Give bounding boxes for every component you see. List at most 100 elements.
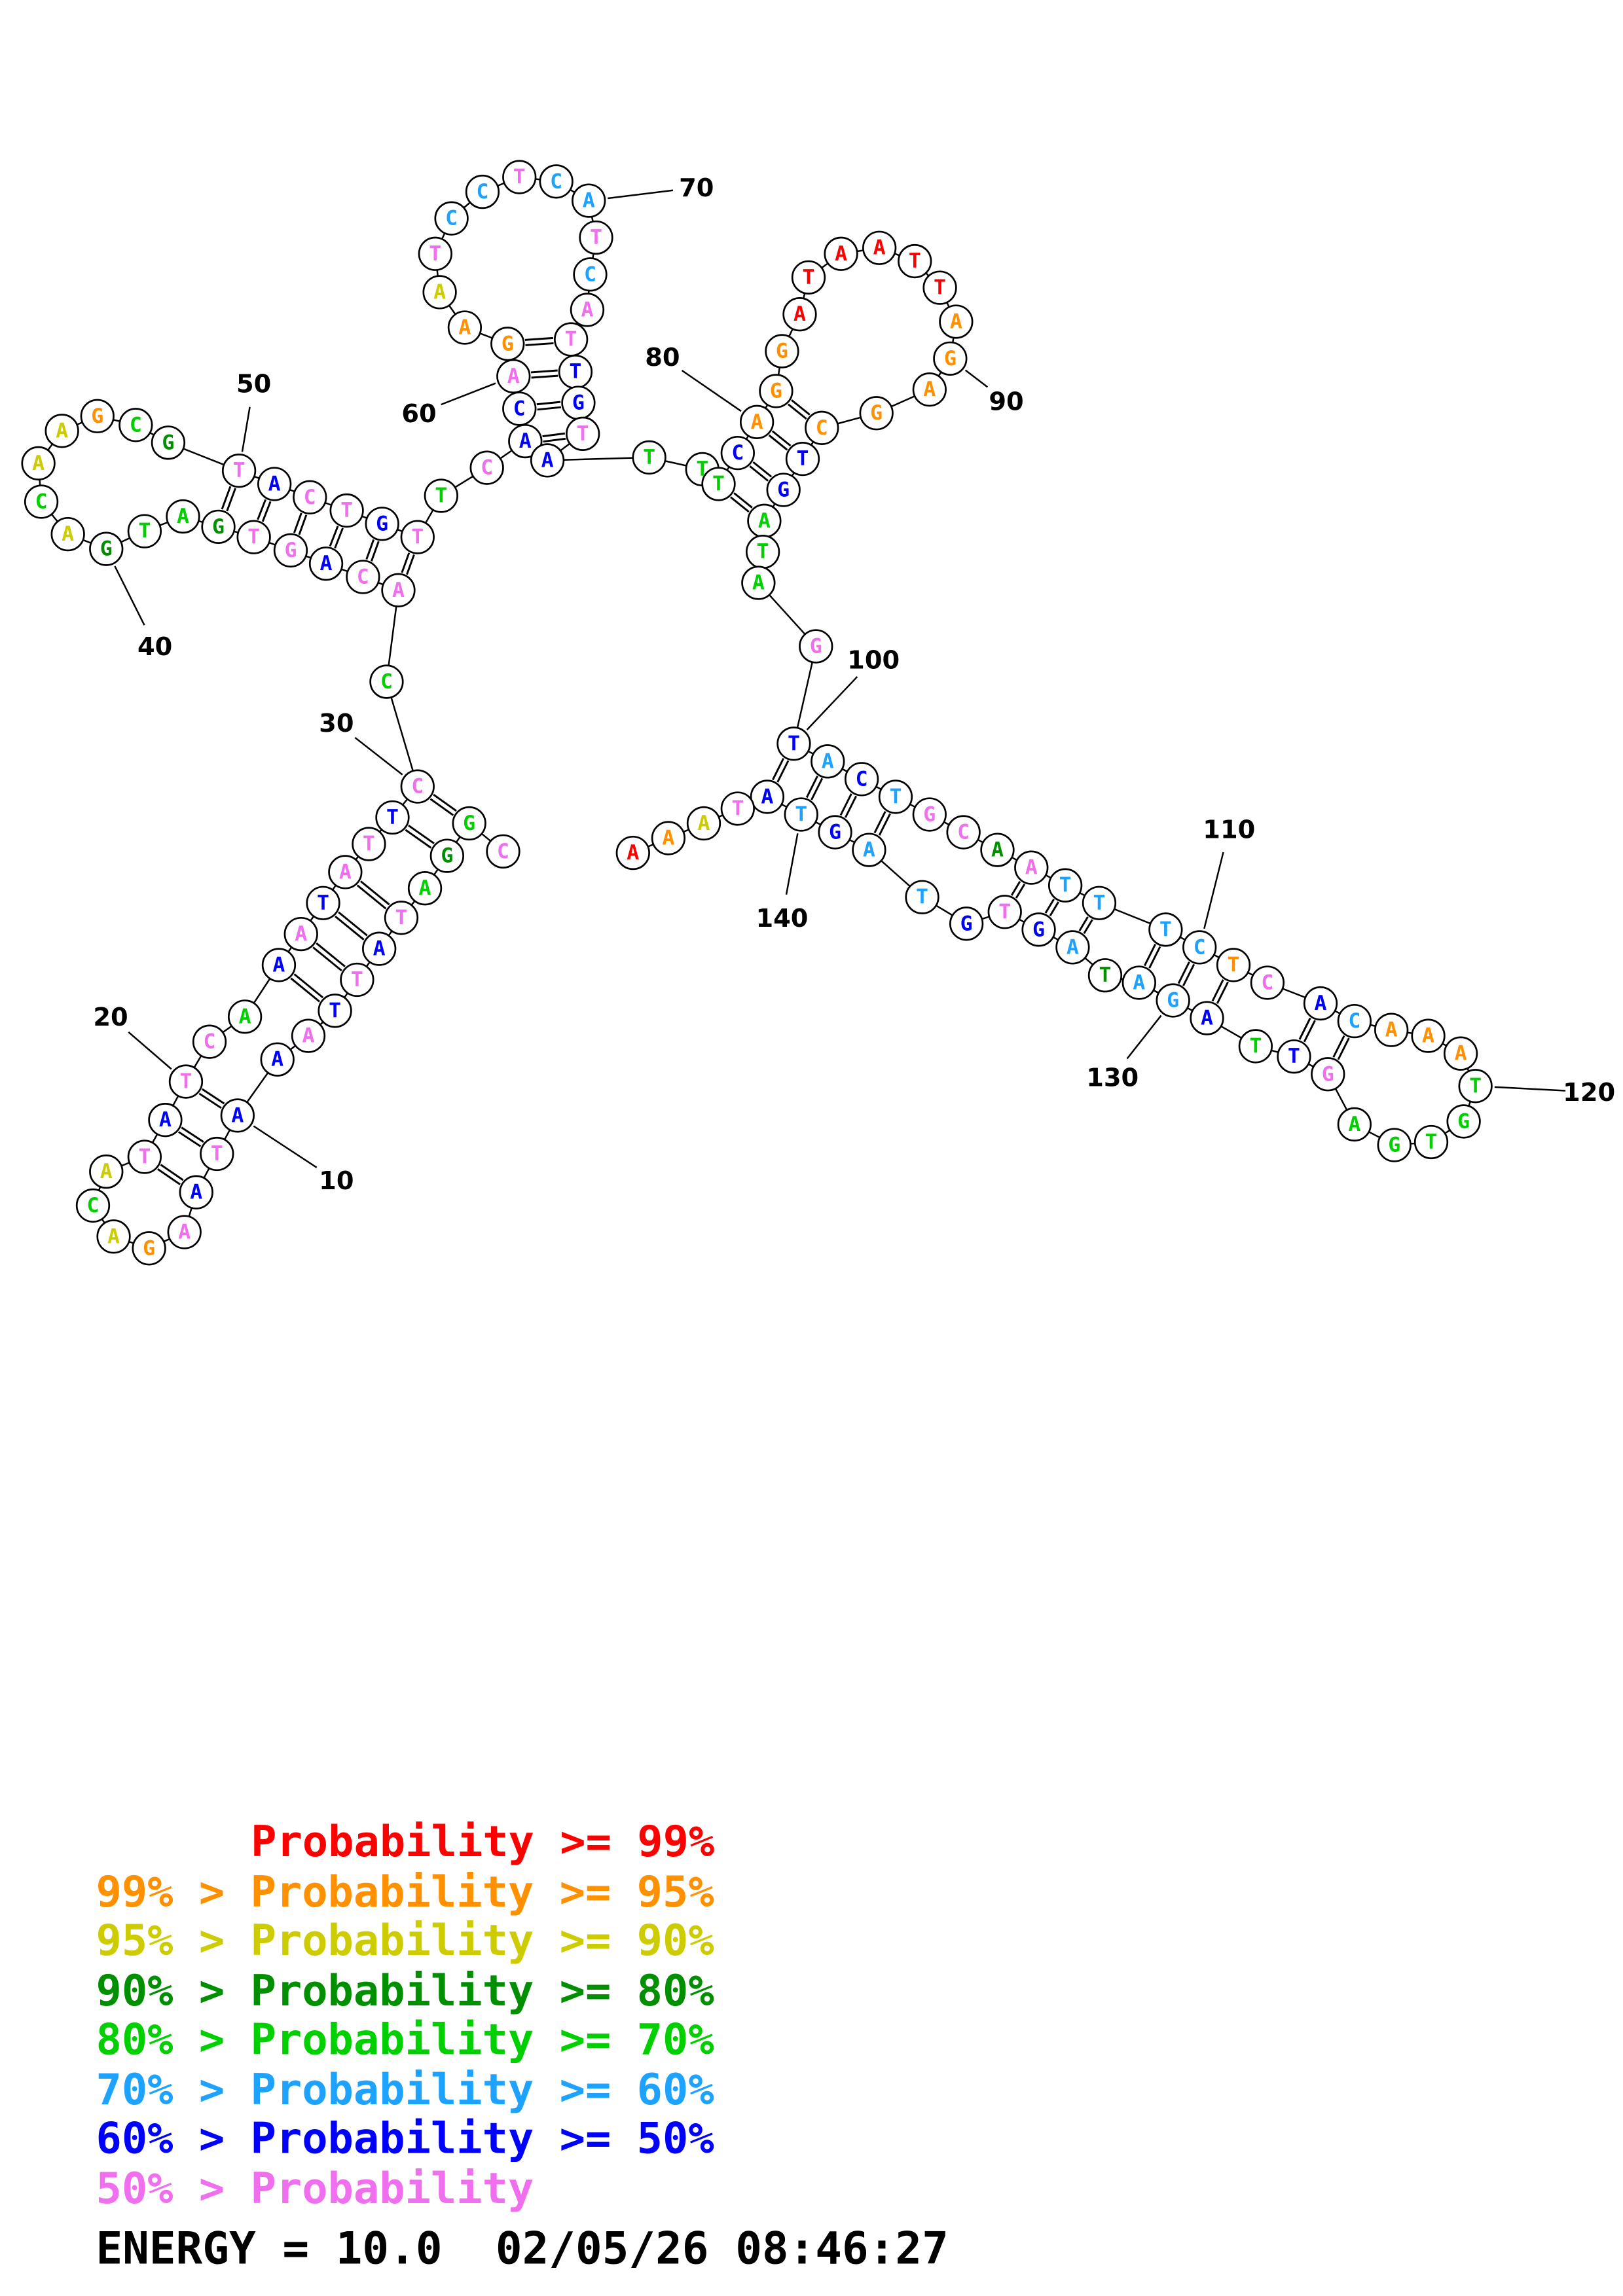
label-line xyxy=(1203,852,1224,929)
energy-timestamp-line: ENERGY = 10.0 02/05/26 08:46:27 xyxy=(96,2222,948,2274)
pair-line xyxy=(543,437,566,443)
pair-line xyxy=(201,1088,225,1105)
label-line xyxy=(128,1031,172,1070)
nucleotide-base: T xyxy=(1249,1034,1262,1058)
label-line xyxy=(241,406,251,452)
nucleotide-circle xyxy=(308,547,344,581)
nucleotide-base: T xyxy=(138,520,151,543)
nucleotide-circle xyxy=(859,396,894,431)
position-label: 50 xyxy=(236,370,271,399)
nucleotide-base: A xyxy=(373,937,386,961)
nucleotide-circle xyxy=(1087,958,1123,993)
nucleotide-base: T xyxy=(317,891,329,915)
pair-line xyxy=(839,793,852,816)
nucleotide-base: G xyxy=(1322,1062,1334,1086)
label-line xyxy=(608,189,674,200)
nucleotide-base: G xyxy=(923,802,936,826)
position-label: 120 xyxy=(1563,1078,1615,1107)
nucleotide-base: A xyxy=(662,827,674,850)
nucleotide-base: T xyxy=(757,540,769,564)
label-line xyxy=(114,565,145,626)
position-label: 20 xyxy=(93,1003,128,1032)
pair-line xyxy=(542,432,566,438)
nucleotide-base: C xyxy=(816,416,828,440)
nucleotide-base: A xyxy=(541,448,554,472)
nucleotide-base: C xyxy=(357,565,369,589)
nucleotide-circle xyxy=(922,270,957,305)
nucleotide-circle xyxy=(1021,912,1056,947)
nucleotide-circle xyxy=(45,414,79,448)
nucleotide-base: G xyxy=(960,912,973,935)
position-label: 60 xyxy=(401,399,436,429)
nucleotide-circle xyxy=(340,962,374,997)
nucleotide-base: A xyxy=(178,1221,191,1244)
nucleotide-base: A xyxy=(822,749,834,773)
nucleotide-circle xyxy=(785,441,820,476)
nucleotide-base: A xyxy=(190,1181,202,1204)
nucleotide-circle xyxy=(381,573,416,607)
nucleotide-circle xyxy=(469,450,504,485)
nucleotide-base: C xyxy=(411,775,424,798)
nucleotide-base: T xyxy=(1288,1045,1300,1068)
nucleotide-circle xyxy=(168,1064,204,1099)
nucleotide-circle xyxy=(1216,948,1251,982)
nucleotide-base: G xyxy=(162,431,174,454)
nucleotide-base: T xyxy=(1425,1130,1438,1154)
nucleotide-base: C xyxy=(1348,1009,1360,1033)
nucleotide-base: A xyxy=(268,472,281,495)
nucleotide-base: A xyxy=(835,242,847,266)
legend-line-p95: 99% > Probability >= 95% xyxy=(96,1867,714,1917)
legend-line-p80: 90% > Probability >= 80% xyxy=(96,1966,714,2016)
nucleotide-circle xyxy=(179,1175,213,1210)
pair-line xyxy=(1216,981,1229,1004)
pair-line xyxy=(408,825,435,844)
nucleotide-base: T xyxy=(211,1142,223,1166)
nucleotide-circle xyxy=(220,1098,255,1133)
pair-line xyxy=(733,492,753,509)
nucleotide-base: G xyxy=(1032,918,1045,941)
nucleotide-circle xyxy=(24,484,59,519)
nucleotide-base: G xyxy=(100,537,113,561)
pair-line xyxy=(768,434,788,451)
pair-line xyxy=(776,760,790,783)
pair-line xyxy=(805,776,818,798)
nucleotide-circle xyxy=(750,780,785,814)
nucleotide-base: T xyxy=(577,422,589,446)
nucleotide-base: A xyxy=(62,522,74,546)
nucleotide-circle xyxy=(1458,1069,1493,1103)
nucleotide-base: A xyxy=(302,1024,315,1048)
nucleotide-base: A xyxy=(107,1225,120,1248)
nucleotide-base: A xyxy=(793,302,806,326)
nucleotide-circle xyxy=(1413,1124,1449,1160)
nucleotide-base: T xyxy=(1099,963,1111,987)
pair-line xyxy=(1182,963,1195,986)
position-label: 140 xyxy=(756,904,808,933)
label-line xyxy=(253,1125,318,1168)
pair-line xyxy=(406,554,415,575)
pair-line xyxy=(878,813,891,836)
nucleotide-base: A xyxy=(991,838,1004,862)
nucleotide-base: A xyxy=(1315,992,1327,1015)
structure-graph: CGGATATTAAATAAGACATATCAAATATTCCACAGTGATG… xyxy=(21,160,1615,1266)
nucleotide-base: G xyxy=(944,347,957,370)
pair-line xyxy=(1049,901,1059,916)
pair-line xyxy=(298,514,308,535)
pair-line xyxy=(531,374,558,379)
nucleotide-base: C xyxy=(304,486,316,509)
pair-line xyxy=(221,486,232,510)
nucleotide-circle xyxy=(572,183,606,218)
pair-line xyxy=(160,1164,184,1181)
nucleotide-base: A xyxy=(239,1005,251,1028)
nucleotide-base: T xyxy=(247,526,260,549)
backbone-line xyxy=(386,681,418,787)
nucleotide-base: T xyxy=(1159,918,1172,941)
pair-line xyxy=(524,336,553,341)
nucleotide-circle xyxy=(200,1136,234,1172)
nucleotide-circle xyxy=(283,916,318,952)
nucleotide-base: T xyxy=(435,484,447,508)
pair-line xyxy=(791,399,811,416)
nucleotide-circle xyxy=(852,833,886,867)
nucleotide-circle xyxy=(946,815,981,850)
nucleotide-base: A xyxy=(392,579,405,602)
